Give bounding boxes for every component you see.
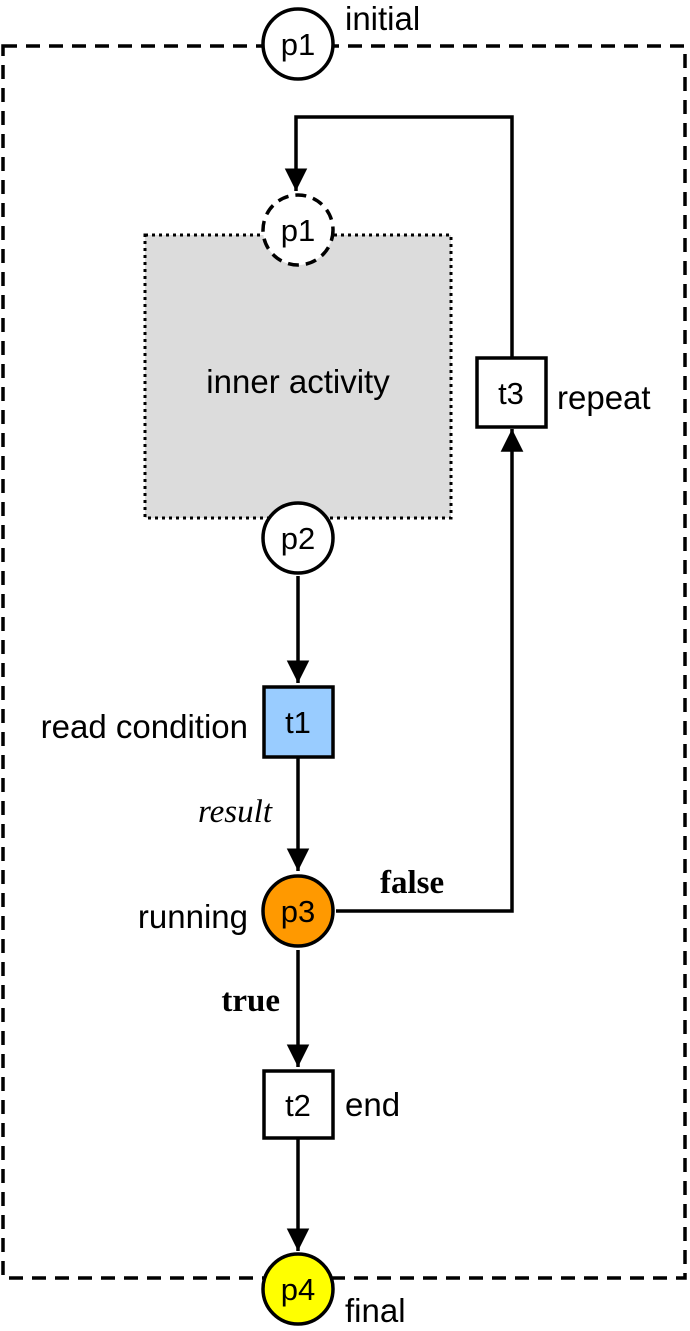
transition-t1-caption: read condition	[41, 708, 248, 745]
place-p4-caption: final	[345, 1292, 406, 1329]
transition-t1-label: t1	[285, 705, 311, 740]
place-p1-inner-label: p1	[281, 213, 315, 248]
place-p3-caption: running	[138, 898, 248, 935]
place-p3-label: p3	[281, 894, 315, 929]
place-p1-caption: initial	[345, 0, 420, 37]
edge-label-true: true	[221, 983, 280, 1019]
edge-p3-to-t3	[336, 429, 524, 913]
edge-label-result: result	[198, 794, 273, 830]
transition-t1: t1	[262, 685, 335, 759]
place-p1-label: p1	[281, 27, 315, 62]
transition-t2: t2	[262, 1069, 335, 1140]
transition-t3: t3	[475, 356, 548, 429]
place-p1-initial: p1	[261, 7, 335, 81]
transition-t2-caption: end	[345, 1086, 400, 1123]
place-p4-label: p4	[281, 1272, 315, 1307]
outer-boundary	[1, 44, 687, 1280]
place-p3: p3	[261, 874, 335, 948]
transition-t3-caption: repeat	[557, 379, 651, 416]
place-p2: p2	[261, 501, 335, 575]
place-p1-inner: p1	[261, 193, 335, 267]
transition-t2-label: t2	[285, 1088, 311, 1123]
edge-t3-to-p1-inner	[284, 115, 514, 369]
inner-activity-label: inner activity	[206, 363, 390, 400]
inner-activity-box	[143, 233, 453, 520]
place-p4: p4	[261, 1252, 335, 1326]
place-p2-label: p2	[281, 521, 315, 556]
transition-t3-label: t3	[498, 376, 524, 411]
edge-label-false: false	[380, 865, 444, 901]
